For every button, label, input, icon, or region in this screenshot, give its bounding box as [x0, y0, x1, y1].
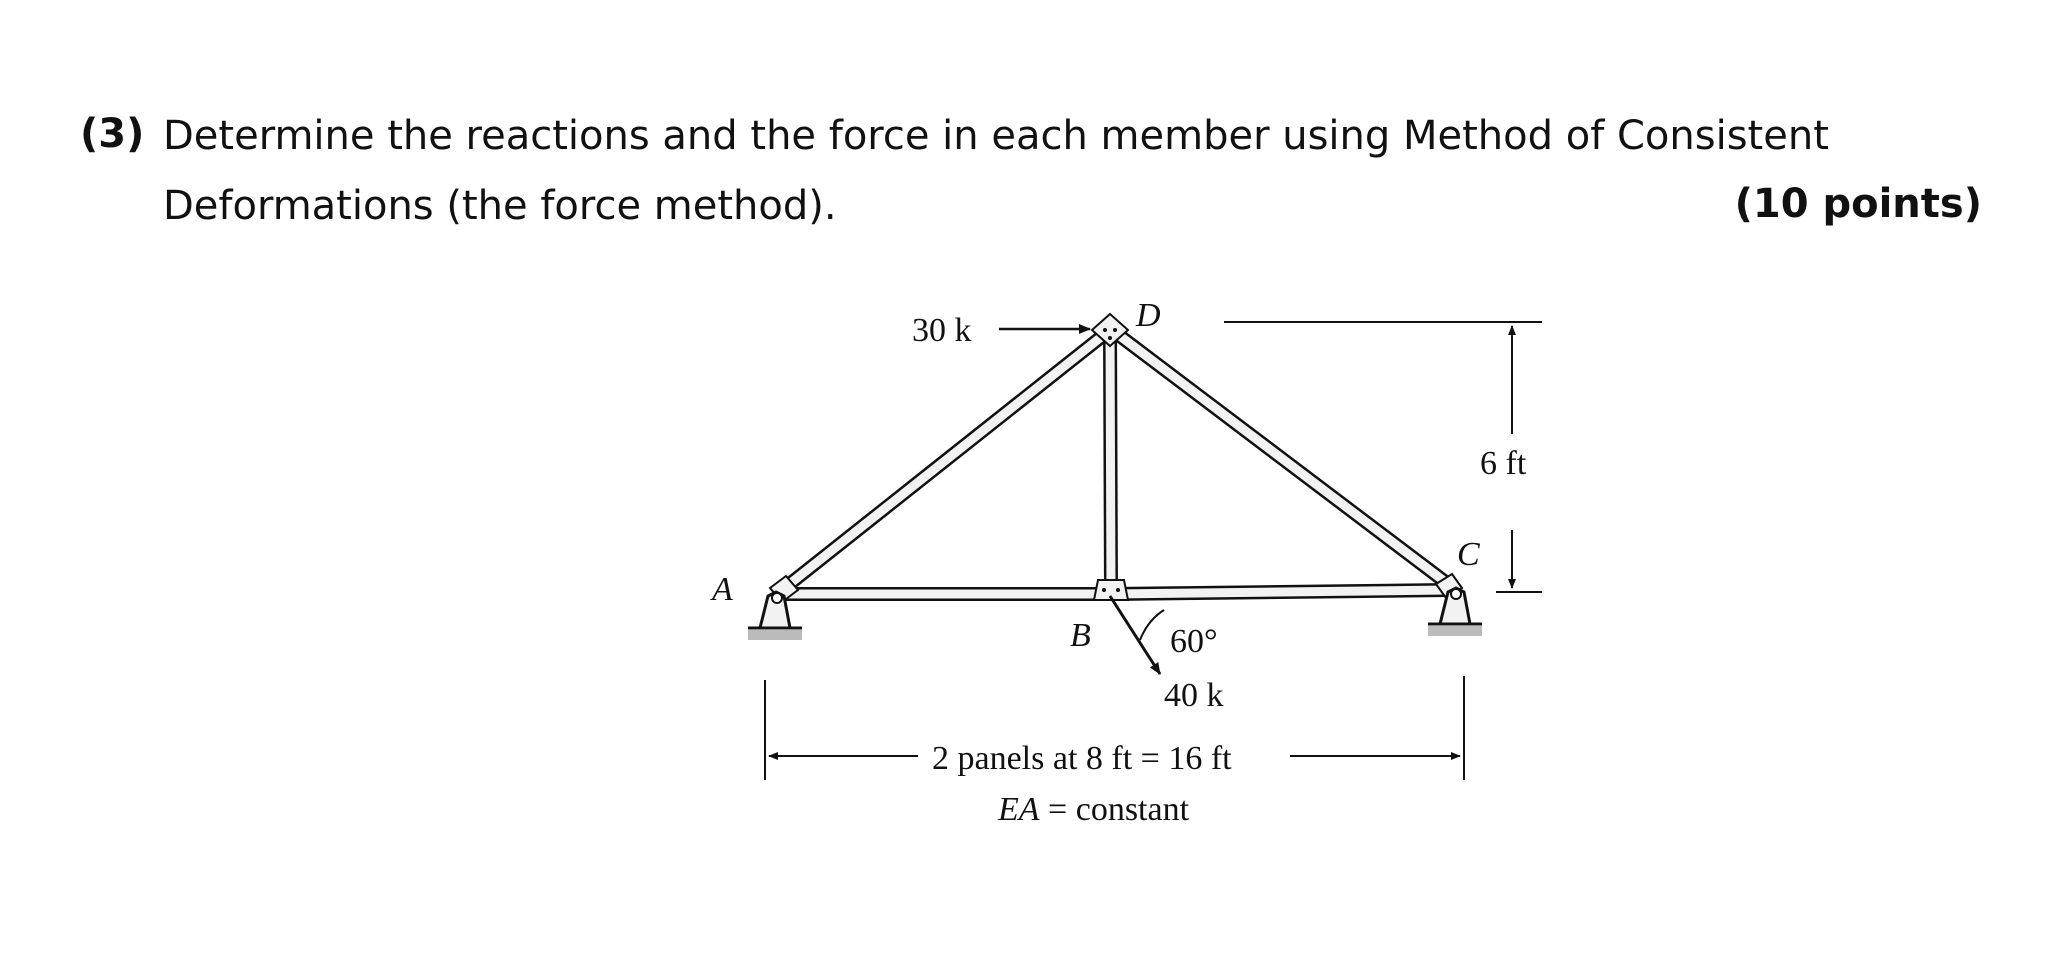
- stiffness-note-ea: EA: [997, 791, 1040, 828]
- pin-support-a: [748, 590, 802, 640]
- member-ad: [777, 324, 1115, 596]
- question-number: (3): [80, 111, 145, 157]
- question-text-line-1: Determine the reactions and the force in…: [163, 113, 1829, 159]
- member-bd: [1103, 329, 1118, 593]
- member-bc: [1111, 583, 1449, 601]
- node-label-b: B: [1070, 617, 1091, 654]
- points-label: (10 points): [1734, 181, 1982, 227]
- member-dc: [1107, 324, 1453, 590]
- load-angle-label: 60°: [1170, 623, 1218, 660]
- gusset-plate-d: [1090, 312, 1130, 348]
- gusset-plate-b: [1092, 579, 1130, 601]
- load-arrow-40k: [1108, 595, 1162, 675]
- question-text-line-2: Deformations (the force method).: [163, 183, 837, 229]
- stiffness-note: EA = constant: [997, 791, 1190, 828]
- load-label-30k: 30 k: [912, 312, 972, 349]
- pin-support-c: [1428, 586, 1482, 636]
- node-label-d: D: [1135, 297, 1161, 334]
- node-label-c: C: [1457, 536, 1480, 573]
- angle-arc-60: [1139, 609, 1165, 641]
- stiffness-note-constant: = constant: [1040, 791, 1190, 828]
- node-label-a: A: [710, 571, 733, 608]
- span-dimension-label: 2 panels at 8 ft = 16 ft: [932, 740, 1232, 777]
- load-label-40k: 40 k: [1164, 677, 1224, 714]
- height-dimension-label: 6 ft: [1480, 445, 1527, 482]
